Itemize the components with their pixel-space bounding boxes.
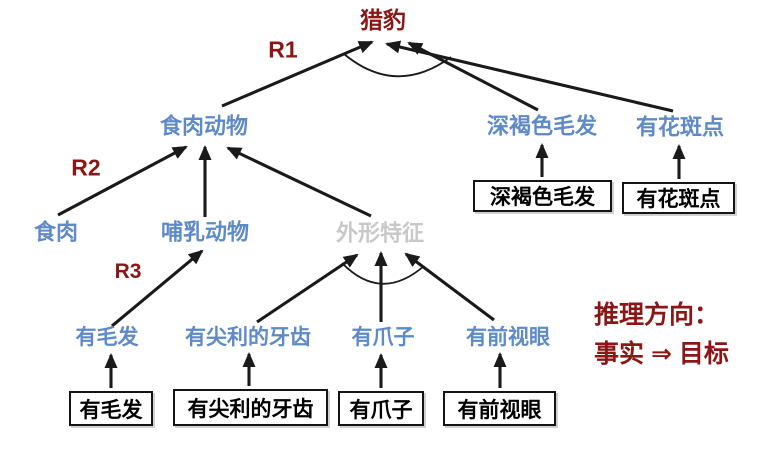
rule-label-R3: R3 bbox=[114, 260, 142, 283]
and-arc-carnivore-darkfur-spots bbox=[343, 53, 452, 78]
and-arc-teeth-claws-eyes bbox=[341, 262, 425, 285]
legend-title: 推理方向： bbox=[594, 301, 720, 329]
node-claws: 有爪子 bbox=[351, 325, 415, 349]
inference-arrow-eyes-to-appearance bbox=[404, 252, 495, 322]
node-appearance: 外形特征 bbox=[335, 220, 425, 246]
inference-arrow-appearance-to-carnivore bbox=[226, 146, 372, 218]
node-goal: 猎豹 bbox=[360, 6, 406, 33]
inference-arrow-carnivore-to-goal bbox=[221, 40, 374, 108]
fact-box-spots: 有花斑点 bbox=[622, 182, 735, 214]
inference-arrow-teeth-to-appearance bbox=[256, 253, 359, 324]
node-darkfur: 深褐色毛发 bbox=[486, 113, 598, 139]
node-meat: 食肉 bbox=[33, 219, 79, 245]
inference-arrow-spots-to-goal bbox=[385, 40, 674, 113]
rule-label-R2: R2 bbox=[71, 154, 101, 181]
node-spots: 有花斑点 bbox=[635, 114, 725, 140]
node-mammal: 哺乳动物 bbox=[160, 219, 250, 245]
fact-box-eyes: 有前视眼 bbox=[443, 391, 556, 426]
legend-fact-to-goal: 事实 ⇒ 目标 bbox=[594, 340, 729, 368]
rule-label-R1: R1 bbox=[268, 36, 298, 63]
legend-inference-direction: 推理方向： 事实 ⇒ 目标 bbox=[594, 296, 729, 374]
fact-box-teeth: 有尖利的牙齿 bbox=[173, 389, 328, 426]
inference-arrow-meat-to-carnivore bbox=[57, 145, 188, 217]
node-fur: 有毛发 bbox=[75, 325, 139, 349]
fact-box-darkfur: 深褐色毛发 bbox=[473, 180, 612, 212]
node-carnivore: 食肉动物 bbox=[159, 113, 249, 139]
fact-box-fur: 有毛发 bbox=[69, 391, 153, 426]
fact-box-claws: 有爪子 bbox=[338, 391, 424, 426]
node-eyes: 有前视眼 bbox=[466, 325, 550, 349]
node-teeth: 有尖利的牙齿 bbox=[185, 325, 311, 349]
inference-arrow-fur-to-mammal bbox=[111, 249, 204, 328]
